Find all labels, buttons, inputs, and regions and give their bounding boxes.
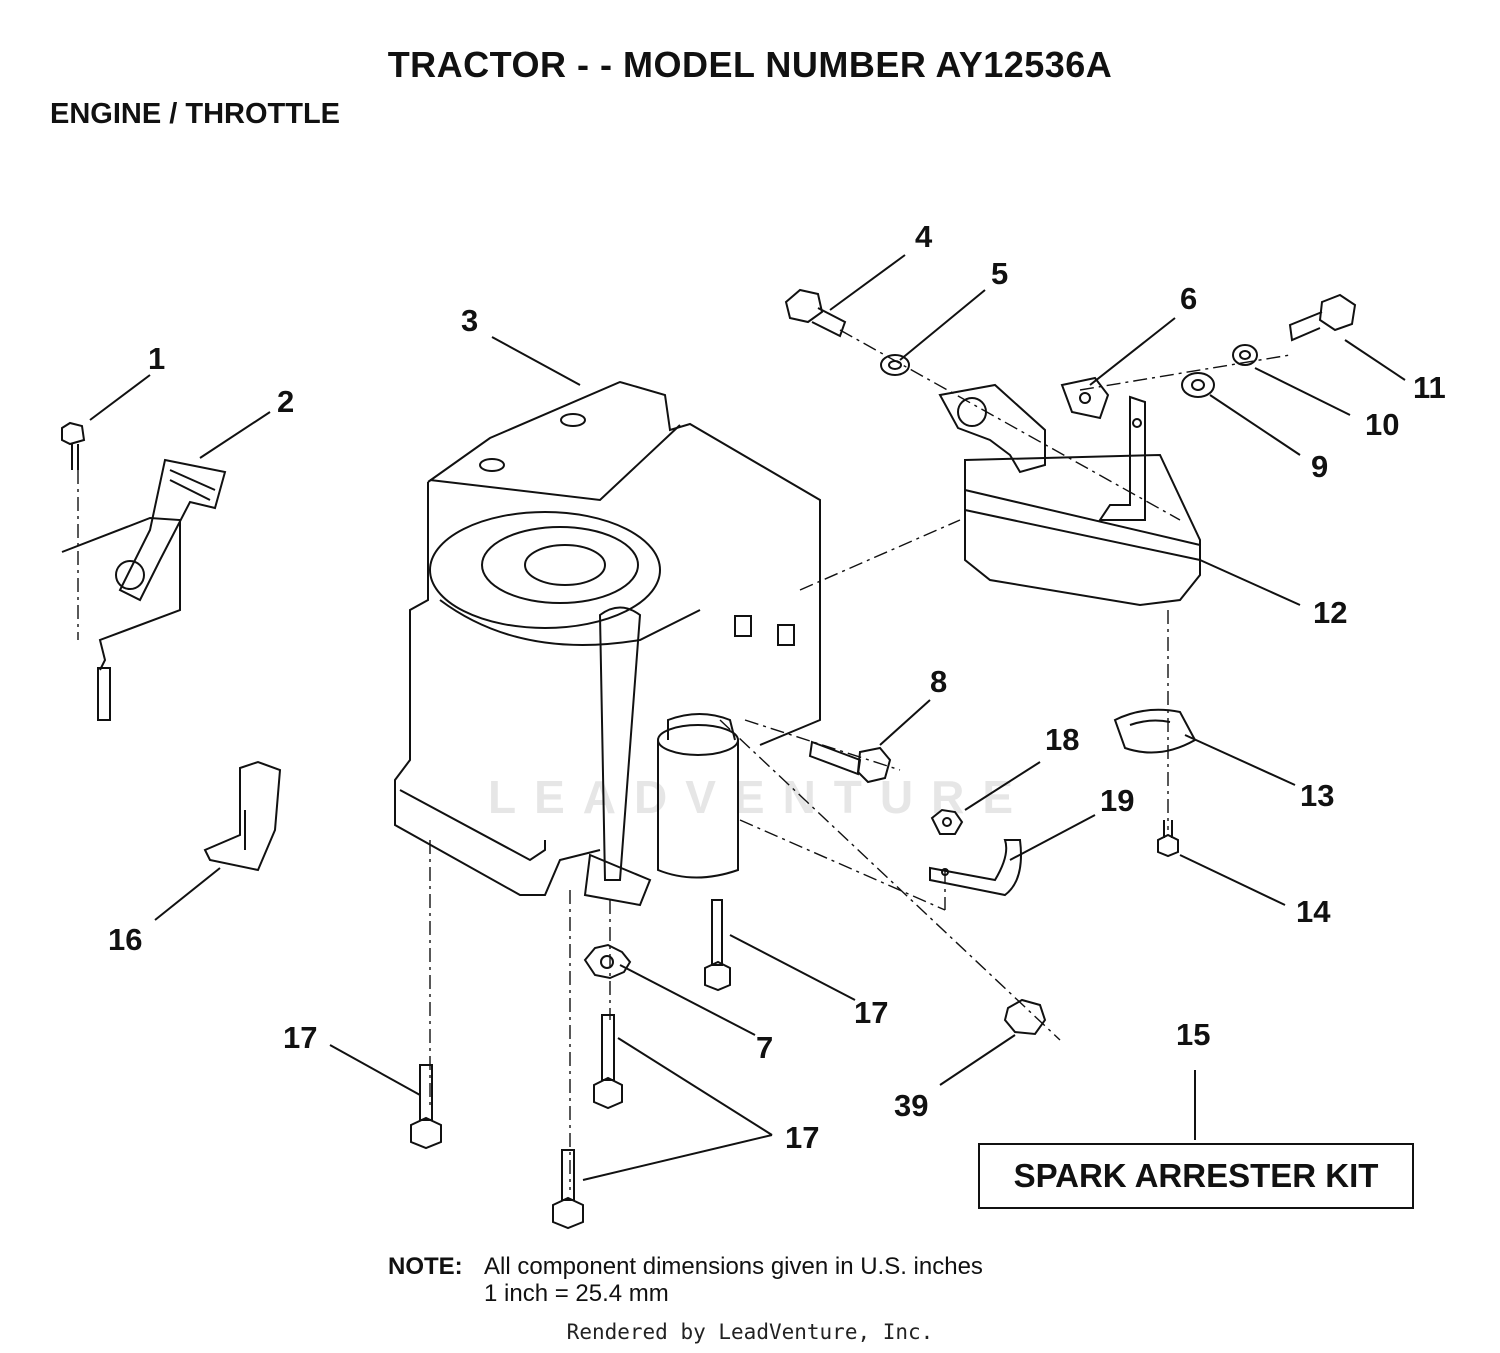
spark-arrester-kit-label: SPARK ARRESTER KIT — [1013, 1157, 1379, 1194]
note-line-1: All component dimensions given in U.S. i… — [484, 1253, 983, 1280]
note-label: NOTE: — [388, 1253, 463, 1280]
callout-17-bottom: 17 — [785, 1120, 820, 1155]
callout-7: 7 — [756, 1030, 774, 1065]
callout-1: 1 — [148, 341, 166, 376]
callout-4: 4 — [915, 219, 933, 254]
page-title: TRACTOR - - MODEL NUMBER AY12536A — [387, 44, 1113, 85]
callout-39: 39 — [894, 1088, 929, 1123]
callout-17-right: 17 — [854, 995, 889, 1030]
callout-13: 13 — [1300, 778, 1335, 813]
callout-14: 14 — [1296, 894, 1331, 929]
callout-17-left: 17 — [283, 1020, 318, 1055]
callout-18: 18 — [1045, 722, 1080, 757]
callout-10: 10 — [1365, 407, 1400, 442]
callout-12: 12 — [1313, 595, 1348, 630]
note-line-2: 1 inch = 25.4 mm — [484, 1280, 669, 1307]
callout-2: 2 — [277, 384, 295, 419]
callout-16: 16 — [108, 922, 143, 957]
callout-15: 15 — [1176, 1017, 1211, 1052]
callout-9: 9 — [1311, 449, 1329, 484]
callout-6: 6 — [1180, 281, 1198, 316]
callout-5: 5 — [991, 256, 1009, 291]
callout-3: 3 — [461, 303, 479, 338]
callout-8: 8 — [930, 664, 948, 699]
spark-arrester-kit-box: SPARK ARRESTER KIT — [978, 1143, 1414, 1209]
callout-11: 11 — [1413, 370, 1446, 405]
footer-credit: Rendered by LeadVenture, Inc. — [566, 1320, 934, 1344]
callout-19: 19 — [1100, 783, 1135, 818]
watermark: LEADVENTURE — [488, 771, 1032, 823]
section-title: ENGINE / THROTTLE — [50, 98, 340, 130]
